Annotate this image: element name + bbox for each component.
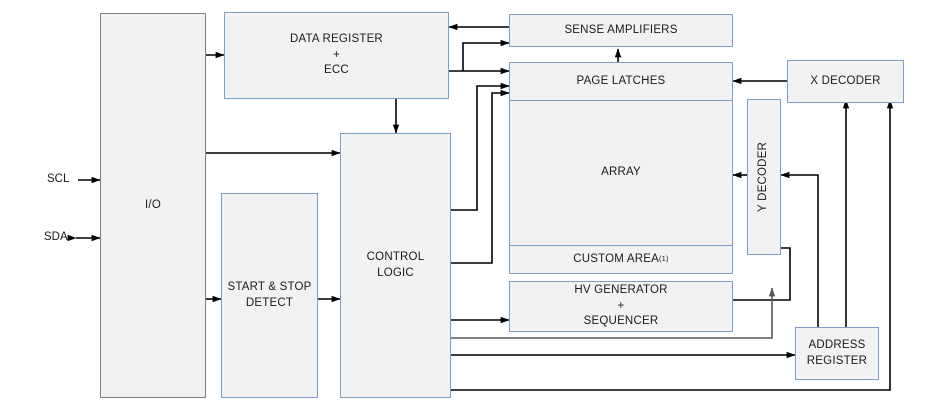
block-address-register-label: ADDRESS [808,338,866,351]
block-array-label: ARRAY [601,166,641,179]
block-start-stop-detect-label2: DETECT [245,296,294,309]
block-page-latches[interactable]: PAGE LATCHES [509,62,733,101]
pin-label-scl: SCL [47,173,70,185]
block-custom-area-footnote: (1) [658,254,669,264]
block-hv-generator-plus: + [617,299,625,312]
block-page-latches-label: PAGE LATCHES [576,74,666,87]
block-control-logic-label2: LOGIC [377,266,414,279]
block-start-stop-detect-label: START & STOP [227,280,312,293]
block-data-register[interactable]: DATA REGISTER + ECC [224,12,449,99]
block-data-register-ecc: ECC [324,64,349,77]
block-sense-amplifiers-label: SENSE AMPLIFIERS [564,23,678,36]
block-data-register-plus: + [333,48,340,61]
block-control-logic-label: CONTROL [366,250,425,263]
block-address-register-label2: REGISTER [806,354,868,367]
block-y-decoder[interactable]: Y DECODER [747,99,781,255]
block-io[interactable]: I/O [100,13,206,398]
block-x-decoder[interactable]: X DECODER [787,60,904,103]
block-address-register[interactable]: ADDRESS REGISTER [795,327,879,380]
block-custom-area[interactable]: CUSTOM AREA(1) [509,246,733,274]
pin-label-sda: SDA [44,231,68,243]
block-x-decoder-label: X DECODER [810,74,881,87]
block-sense-amplifiers[interactable]: SENSE AMPLIFIERS [509,14,733,47]
block-start-stop-detect[interactable]: START & STOP DETECT [221,193,318,398]
block-array[interactable]: ARRAY [509,101,733,246]
block-io-label: I/O [145,198,161,211]
block-y-decoder-label: Y DECODER [757,142,770,212]
block-control-logic[interactable]: CONTROL LOGIC [340,133,451,398]
block-custom-area-label: CUSTOM AREA [573,252,659,265]
block-hv-generator-sequencer: SEQUENCER [583,315,659,328]
block-hv-generator-label: HV GENERATOR [574,284,668,297]
block-data-register-label: DATA REGISTER [290,33,383,46]
block-hv-generator[interactable]: HV GENERATOR + SEQUENCER [509,281,733,332]
